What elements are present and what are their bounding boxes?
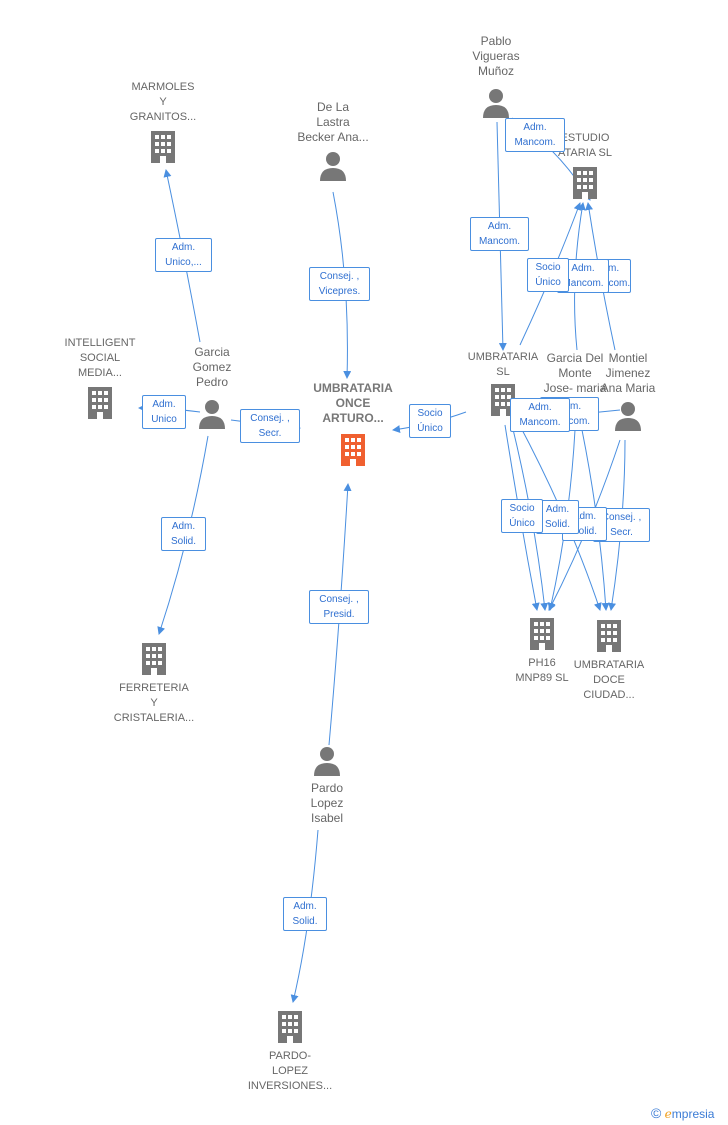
node-label: FERRETERIA Y CRISTALERIA... <box>113 682 195 724</box>
person-icon <box>314 747 340 776</box>
node-label: INTELLIGENT SOCIAL MEDIA... <box>64 337 136 379</box>
badge-gm-umbrataria[interactable]: Adm. Mancom. <box>510 398 570 432</box>
node-pablo-vigueras-munoz[interactable]: Pablo Vigueras Muñoz <box>451 34 541 123</box>
building-icon <box>597 620 621 652</box>
badge-consej-vicepres[interactable]: Consej. , Vicepres. <box>309 267 370 301</box>
badge-socio-unico-ph16[interactable]: Socio Único <box>501 499 543 533</box>
node-marmoles-y-granitos[interactable]: MARMOLES Y GRANITOS... <box>113 80 213 169</box>
badge-adm-solid-ferreteria[interactable]: Adm. Solid. <box>161 517 206 551</box>
node-pardo-lopez-inversiones[interactable]: PARDO- LOPEZ INVERSIONES... <box>235 1009 345 1094</box>
empresia-logo: © empresia <box>651 1105 714 1121</box>
badge-adm-unico-intelligent[interactable]: Adm. Unico <box>142 395 186 429</box>
badge-gm-ph16[interactable]: Adm. Solid. <box>536 500 579 534</box>
node-umbrataria-once-arturo[interactable]: UMBRATARIA ONCE ARTURO... <box>298 381 408 472</box>
node-ferreteria-y-cristaleria[interactable]: FERRETERIA Y CRISTALERIA... <box>104 641 204 726</box>
brand-first-letter: e <box>664 1107 672 1121</box>
node-pardo-lopez-isabel[interactable]: Pardo Lopez Isabel <box>287 745 367 826</box>
node-ph16-mnp89-sl[interactable]: PH16 MNP89 SL <box>502 616 582 686</box>
building-icon <box>151 131 175 163</box>
person-icon <box>615 402 641 431</box>
node-label: MARMOLES Y GRANITOS... <box>129 81 197 123</box>
building-icon <box>88 387 112 419</box>
node-label: Montiel Jimenez Ana Maria <box>600 351 656 395</box>
badge-pablo-umbrataria[interactable]: Adm. Mancom. <box>470 217 529 251</box>
badge-consej-secr-center[interactable]: Consej. , Secr. <box>240 409 300 443</box>
copyright-symbol: © <box>651 1105 662 1121</box>
node-label: UMBRATARIA SL <box>467 351 539 378</box>
badge-adm-unico-marmoles[interactable]: Adm. Unico,... <box>155 238 212 272</box>
badge-pablo-estudio[interactable]: Adm. Mancom. <box>505 118 565 152</box>
node-label: PH16 MNP89 SL <box>515 657 569 684</box>
node-label: Garcia Gomez Pedro <box>192 345 232 389</box>
node-label: ESTUDIO ATARIA SL <box>557 132 612 159</box>
building-icon <box>142 643 166 675</box>
building-icon <box>278 1011 302 1043</box>
node-label: UMBRATARIA ONCE ARTURO... <box>313 381 393 425</box>
node-label: Pardo Lopez Isabel <box>310 781 344 825</box>
brand-name: mpresia <box>671 1107 715 1121</box>
node-intelligent-social-media[interactable]: INTELLIGENT SOCIAL MEDIA... <box>50 336 150 425</box>
node-label: Garcia Del Monte Jose- maria <box>543 351 607 395</box>
badge-socio-unico-center[interactable]: Socio Único <box>409 404 451 438</box>
node-umbrataria-doce-ciudad[interactable]: UMBRATARIA DOCE CIUDAD... <box>564 618 654 703</box>
badge-consej-presid[interactable]: Consej. , Presid. <box>309 590 369 624</box>
building-icon <box>573 167 597 199</box>
node-label: Pablo Vigueras Muñoz <box>472 34 520 78</box>
node-garcia-gomez-pedro[interactable]: Garcia Gomez Pedro <box>172 345 252 434</box>
node-de-la-lastra-becker-ana[interactable]: De La Lastra Becker Ana... <box>283 100 383 186</box>
node-estudio-ataria-sl[interactable]: ESTUDIO ATARIA SL <box>540 131 630 205</box>
node-label: UMBRATARIA DOCE CIUDAD... <box>573 659 645 701</box>
person-icon <box>483 89 509 118</box>
person-icon <box>320 152 346 181</box>
building-icon <box>341 434 365 466</box>
node-label: PARDO- LOPEZ INVERSIONES... <box>247 1050 333 1092</box>
badge-adm-solid-inversiones[interactable]: Adm. Solid. <box>283 897 327 931</box>
badge-umbrataria-estudio[interactable]: Socio Único <box>527 258 569 292</box>
building-icon <box>530 618 554 650</box>
node-label: De La Lastra Becker Ana... <box>297 100 369 144</box>
node-montiel-jimenez-ana-maria[interactable]: Montiel Jimenez Ana Maria <box>592 351 664 436</box>
person-icon <box>199 400 225 429</box>
